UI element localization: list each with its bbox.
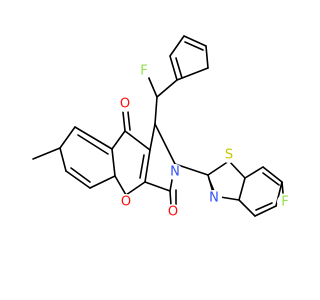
bond	[244, 166, 264, 179]
bond	[149, 123, 156, 151]
bond	[207, 160, 230, 176]
atom-label-N: N	[209, 191, 219, 206]
atom-label-O: O	[121, 195, 131, 210]
bond	[205, 45, 209, 69]
bond	[169, 190, 172, 206]
bond	[169, 55, 178, 81]
bond	[65, 170, 91, 189]
thiazole-sulfur-atom: S	[221, 147, 237, 163]
bonds	[32, 35, 284, 217]
bond	[122, 111, 126, 132]
bond	[59, 126, 76, 149]
benzothiazole-fluorine-atom: F	[277, 194, 293, 210]
bond	[174, 163, 209, 176]
bond	[238, 177, 246, 201]
bond	[111, 130, 126, 150]
lactam-oxygen-atom: O	[165, 204, 181, 220]
bond	[144, 149, 151, 183]
bond	[89, 175, 116, 189]
bond	[208, 178, 215, 192]
bond	[70, 167, 91, 183]
thiazole-nitrogen-atom: N	[206, 190, 222, 206]
bond	[238, 199, 256, 217]
bond	[228, 160, 246, 179]
bond	[262, 166, 283, 183]
pyrrolone-nitrogen-atom: N	[167, 164, 183, 180]
bond	[32, 147, 61, 160]
ring-oxygen-atom: O	[118, 194, 134, 210]
bond	[144, 181, 171, 192]
bond	[111, 148, 116, 177]
bond	[147, 75, 158, 98]
bond	[139, 154, 145, 179]
bond	[262, 172, 280, 186]
bond	[169, 35, 185, 57]
bond	[154, 96, 158, 125]
atom-labels: O O O N N S F F	[117, 63, 293, 220]
bond	[124, 130, 151, 151]
atom-label-O: O	[168, 205, 178, 220]
bond	[183, 35, 207, 47]
bond	[74, 126, 113, 150]
bond	[281, 181, 284, 194]
atom-label-N: N	[170, 165, 180, 180]
atom-label-F: F	[281, 195, 288, 210]
ketone-oxygen-atom: O	[117, 96, 133, 112]
phenyl-fluorine-atom: F	[136, 63, 152, 79]
bond	[114, 175, 127, 196]
bond	[127, 111, 131, 131]
bond	[59, 147, 67, 172]
bond	[254, 205, 277, 217]
molecule-structure-diagram: O O O N N S F F	[32, 35, 293, 220]
bond	[125, 181, 146, 196]
bond	[77, 134, 109, 155]
bond	[255, 202, 273, 211]
bond	[176, 67, 209, 81]
atom-label-F: F	[140, 64, 147, 79]
atom-label-S: S	[225, 148, 233, 163]
bond	[156, 79, 178, 98]
bond	[154, 123, 176, 165]
bond	[175, 57, 183, 79]
bond	[184, 41, 204, 51]
atom-label-O: O	[120, 97, 130, 112]
